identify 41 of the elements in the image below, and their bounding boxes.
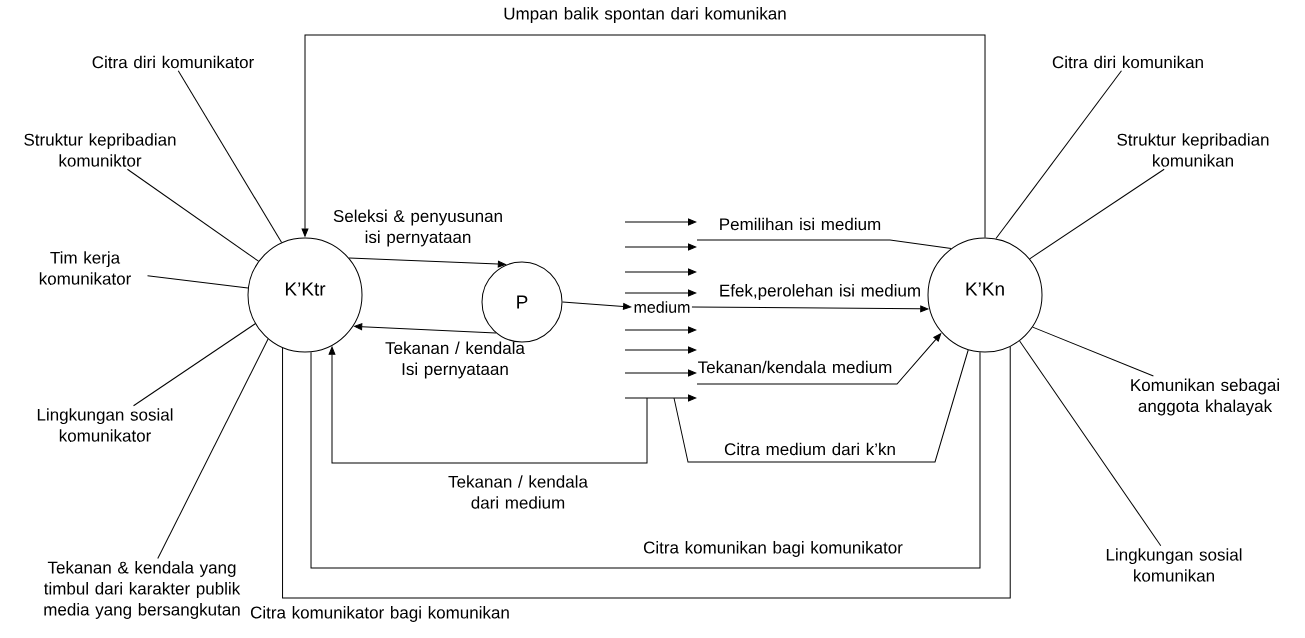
arrow — [696, 333, 942, 385]
edge-label: Citra medium dari k’kn — [724, 442, 895, 456]
edge-label: Tekanan/kendala medium — [698, 360, 892, 374]
leader-line — [995, 70, 1122, 240]
edge-label: Pemilihan isi medium — [720, 217, 881, 231]
leader-line — [126, 168, 259, 262]
arrow — [562, 301, 632, 310]
leader-text: Komunikan sebagai anggota khalayak — [1131, 378, 1279, 416]
leader-line — [1019, 340, 1162, 547]
leader-text: Lingkungan sosial komunikator — [37, 408, 173, 442]
arrow — [328, 346, 648, 464]
leader-line — [1029, 168, 1165, 260]
leader-text: Citra diri komunikator — [92, 55, 254, 69]
circle-node: K’Ktr — [247, 237, 363, 353]
arrow — [354, 323, 497, 334]
connector-line — [696, 239, 952, 249]
leader-text: Tekanan & kendala yang timbul dari karakter publik media yang bersangkutan — [44, 561, 241, 619]
leader-text: Tim kerja komunikator — [39, 251, 131, 285]
edge-label: Efek,perolehan isi medium — [720, 284, 920, 300]
leader-text: Struktur kepribadian komuniktor — [24, 133, 176, 167]
arrow — [301, 34, 986, 238]
leader-line — [157, 338, 269, 560]
edge-label: Tekanan / kendala Isi pernyataan — [385, 341, 525, 379]
circle-node: K’Kn — [927, 237, 1043, 353]
connector-line — [673, 349, 969, 463]
leader-text: Citra diri komunikan — [1052, 55, 1203, 69]
leader-line — [1032, 326, 1154, 377]
arrow — [691, 305, 929, 313]
connector-line — [310, 351, 981, 569]
leader-text: Struktur kepribadian komunikan — [1117, 133, 1269, 167]
leader-line — [147, 275, 249, 289]
edge-label: Tekanan / kendala dari medium — [448, 475, 588, 509]
leader-line — [133, 323, 256, 407]
edge-label: Umpan balik spontan dari komunikan — [504, 7, 786, 23]
edge-label: Citra komunikator bagi komunikan — [250, 606, 509, 622]
leader-text: Lingkungan sosial komunikan — [1106, 548, 1242, 582]
edge-label: Citra komunikan bagi komunikator — [643, 541, 903, 557]
connector-line — [282, 346, 1011, 599]
leader-line — [177, 70, 283, 243]
medium-text: medium — [634, 301, 690, 313]
arrow — [348, 257, 506, 268]
